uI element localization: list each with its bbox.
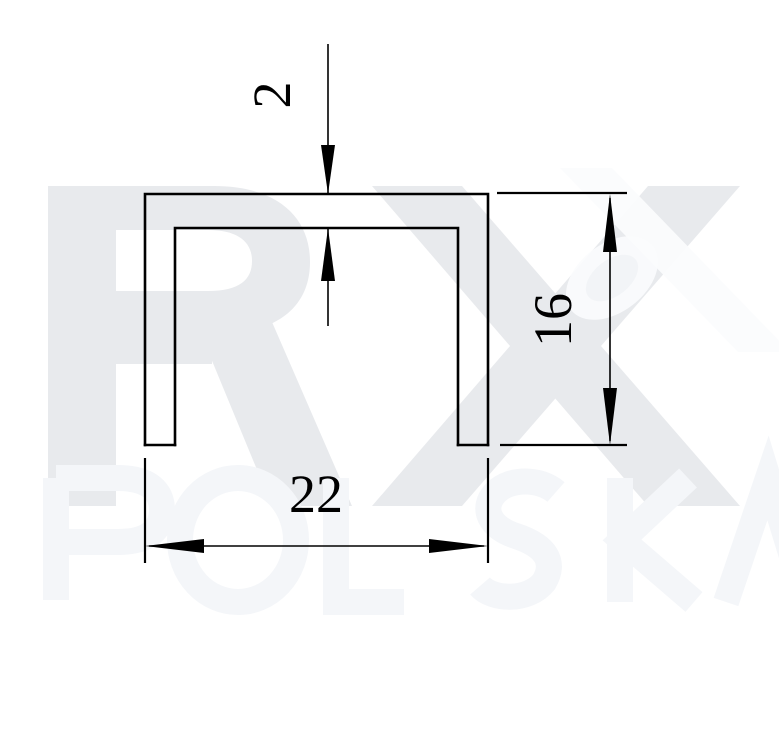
dimension-label-thickness: 2 xyxy=(242,82,302,109)
dimension-label-height: 16 xyxy=(523,293,583,347)
profile-outline xyxy=(143,192,490,447)
dimension-width: 22 xyxy=(143,458,490,563)
height-arrow-up xyxy=(603,194,617,252)
dimension-height: 16 xyxy=(497,191,627,447)
thickness-arrow-up xyxy=(321,228,335,281)
width-arrow-right xyxy=(429,539,488,553)
width-arrow-left xyxy=(145,539,204,553)
height-arrow-down xyxy=(603,388,617,445)
dimension-label-width: 22 xyxy=(289,464,343,524)
dimension-thickness: 2 xyxy=(242,44,335,326)
thickness-arrow-down xyxy=(321,145,335,194)
